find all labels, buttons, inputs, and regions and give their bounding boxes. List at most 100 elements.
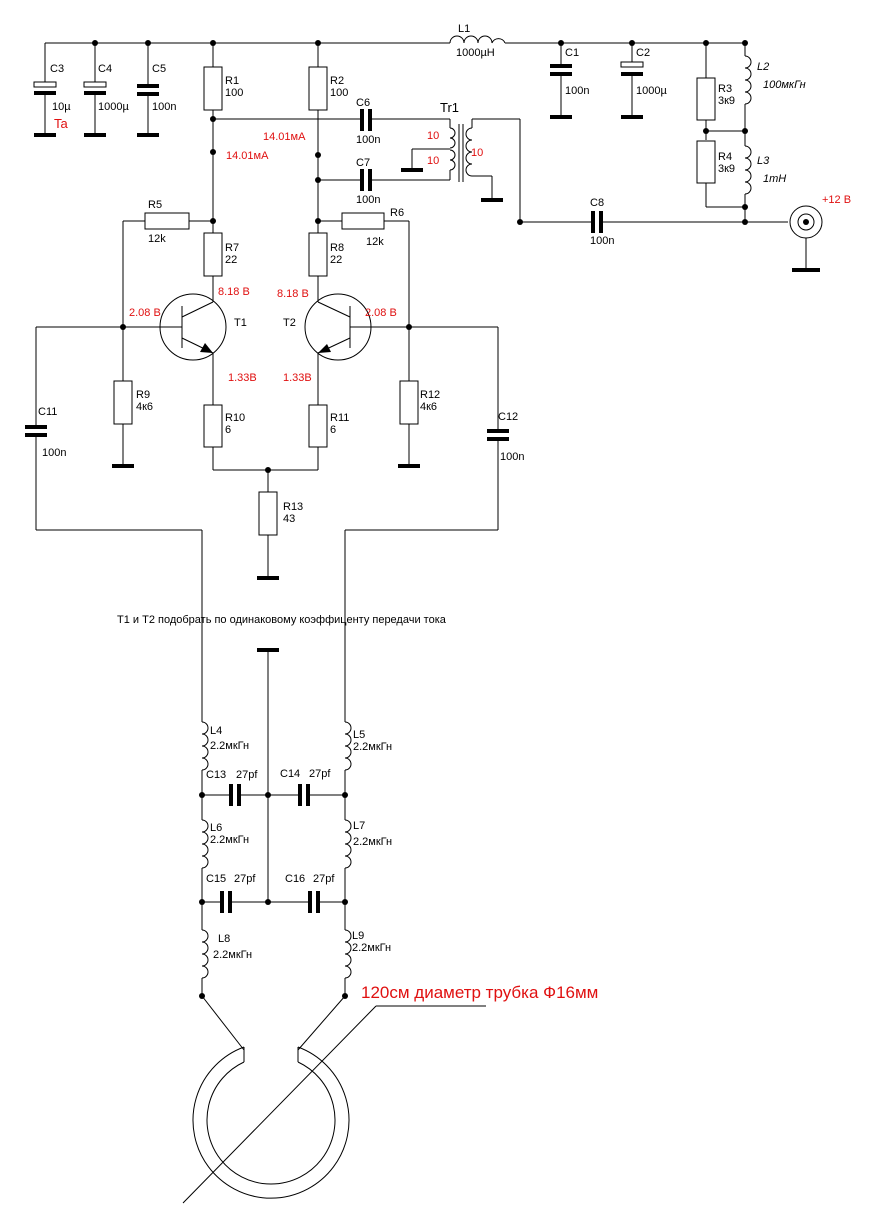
label-L7: L7 xyxy=(353,820,365,832)
label-R11: R11 xyxy=(330,412,349,424)
value-R3: 3к9 xyxy=(718,95,735,107)
label-R4: R4 xyxy=(718,151,732,163)
voltage-T2-collector: 8.18 В xyxy=(277,288,309,300)
label-L8: L8 xyxy=(218,933,230,945)
label-C2: C2 xyxy=(636,47,650,59)
label-C15: C15 xyxy=(206,873,226,885)
label-R2: R2 xyxy=(330,75,344,87)
label-R9: R9 xyxy=(136,389,150,401)
resistor-R11: R11 6 xyxy=(308,404,349,470)
value-C6: 100n xyxy=(356,134,380,146)
resistor-R7: R7 22 xyxy=(203,210,239,302)
current-label-2: 14.01мА xyxy=(226,150,269,162)
voltage-T1-emitter: 1.33В xyxy=(228,372,257,384)
voltage-T1-base: 2.08 В xyxy=(129,307,161,319)
label-L1: L1 xyxy=(458,23,470,35)
value-R1: 100 xyxy=(225,87,243,99)
inductor-L1: L1 1000µH xyxy=(449,23,506,59)
value-L6: 2.2мкГн xyxy=(210,834,249,846)
inductor-L2: L2 100мкГн xyxy=(742,40,806,134)
note-text: T1 и T2 подобрать по одинаковому коэффиц… xyxy=(117,614,447,626)
value-C7: 100n xyxy=(356,194,380,206)
value-C2: 1000µ xyxy=(636,85,667,97)
capacitor-C3: C3 10µ Ta xyxy=(33,43,71,137)
value-C14: 27pf xyxy=(309,768,331,780)
voltage-T2-emitter: 1.33В xyxy=(283,372,312,384)
label-R8: R8 xyxy=(330,242,344,254)
label-L4: L4 xyxy=(210,725,222,737)
value-C4: 1000µ xyxy=(98,101,129,113)
resistor-R9: R9 4к6 xyxy=(112,324,153,468)
label-L2: L2 xyxy=(757,61,769,73)
resistor-R2: R2 100 xyxy=(308,40,348,232)
label-C12: C12 xyxy=(498,411,518,423)
value-C15: 27pf xyxy=(234,873,256,885)
value-L1: 1000µH xyxy=(456,47,495,59)
value-L5: 2.2мкГн xyxy=(353,741,392,753)
capacitor-C2: C2 1000µ xyxy=(620,40,667,119)
label-C11: C11 xyxy=(38,406,57,418)
capacitor-C4: C4 1000µ xyxy=(83,40,129,137)
value-R9: 4к6 xyxy=(136,401,153,413)
resistor-R12: R12 4к6 xyxy=(398,324,440,468)
value-R7: 22 xyxy=(225,254,237,266)
label-R1: R1 xyxy=(225,75,239,87)
voltage-T2-base: 2.08 В xyxy=(365,307,397,319)
value-R12: 4к6 xyxy=(420,401,437,413)
label-Ta: Ta xyxy=(54,116,69,131)
value-L4: 2.2мкГн xyxy=(210,740,249,752)
label-C14: C14 xyxy=(280,768,300,780)
value-L2: 100мкГн xyxy=(763,79,806,91)
label-L6: L6 xyxy=(210,822,222,834)
capacitor-C6: C6 100n xyxy=(210,97,451,146)
winding-Tr1-a: 10 xyxy=(427,130,439,142)
value-R5: 12k xyxy=(148,233,166,245)
label-R3: R3 xyxy=(718,83,732,95)
label-C6: C6 xyxy=(356,97,370,109)
value-L7: 2.2мкГн xyxy=(353,836,392,848)
label-T1: T1 xyxy=(234,317,247,329)
value-R13: 43 xyxy=(283,513,295,525)
resistor-R1: R1 100 xyxy=(203,40,243,210)
loop-antenna: 120см диаметр трубка Ф16мм xyxy=(182,983,598,1204)
value-L3: 1mH xyxy=(763,173,786,185)
capacitor-C7: C7 100n xyxy=(315,157,451,206)
value-R11: 6 xyxy=(330,424,336,436)
label-plus12: +12 В xyxy=(822,194,851,206)
value-C13: 27pf xyxy=(236,769,258,781)
label-L3: L3 xyxy=(757,155,770,167)
value-C5: 100n xyxy=(152,101,176,113)
transformer-Tr1: Tr1 10 10 10 xyxy=(401,100,520,202)
label-C1: C1 xyxy=(565,47,579,59)
inductor-L3: L3 1mH xyxy=(742,131,786,225)
value-R2: 100 xyxy=(330,87,348,99)
voltage-T1-collector: 8.18 В xyxy=(218,286,250,298)
label-R7: R7 xyxy=(225,242,239,254)
resistor-R3: R3 3к9 xyxy=(696,40,735,140)
value-C12: 100n xyxy=(500,451,524,463)
loop-annotation: 120см диаметр трубка Ф16мм xyxy=(361,983,598,1002)
label-R10: R10 xyxy=(225,412,245,424)
coax-connector: +12 В xyxy=(789,194,851,272)
transistor-T2: 8.18 В 2.08 В 1.33В T2 xyxy=(277,288,409,405)
value-C3: 10µ xyxy=(52,101,71,113)
label-C13: C13 xyxy=(206,769,226,781)
value-C1: 100n xyxy=(565,85,589,97)
label-C3: C3 xyxy=(50,63,64,75)
value-C16: 27pf xyxy=(313,873,335,885)
label-R5: R5 xyxy=(148,199,162,211)
value-L9: 2.2мкГн xyxy=(352,942,391,954)
transistor-T1: 8.18 В 2.08 В 1.33В T1 xyxy=(123,286,257,405)
resistor-R13: R13 43 xyxy=(257,470,303,580)
label-R13: R13 xyxy=(283,501,303,513)
capacitor-C11: C11 100n xyxy=(25,326,202,531)
label-C4: C4 xyxy=(98,63,112,75)
capacitor-C12: C12 100n xyxy=(345,326,524,531)
lower-ladder xyxy=(199,530,352,999)
capacitor-C5: C5 100n xyxy=(137,40,176,137)
resistor-R6: R6 12k xyxy=(315,207,410,327)
label-L9: L9 xyxy=(352,930,364,942)
value-L8: 2.2мкГн xyxy=(213,949,252,961)
label-L5: L5 xyxy=(353,729,365,741)
